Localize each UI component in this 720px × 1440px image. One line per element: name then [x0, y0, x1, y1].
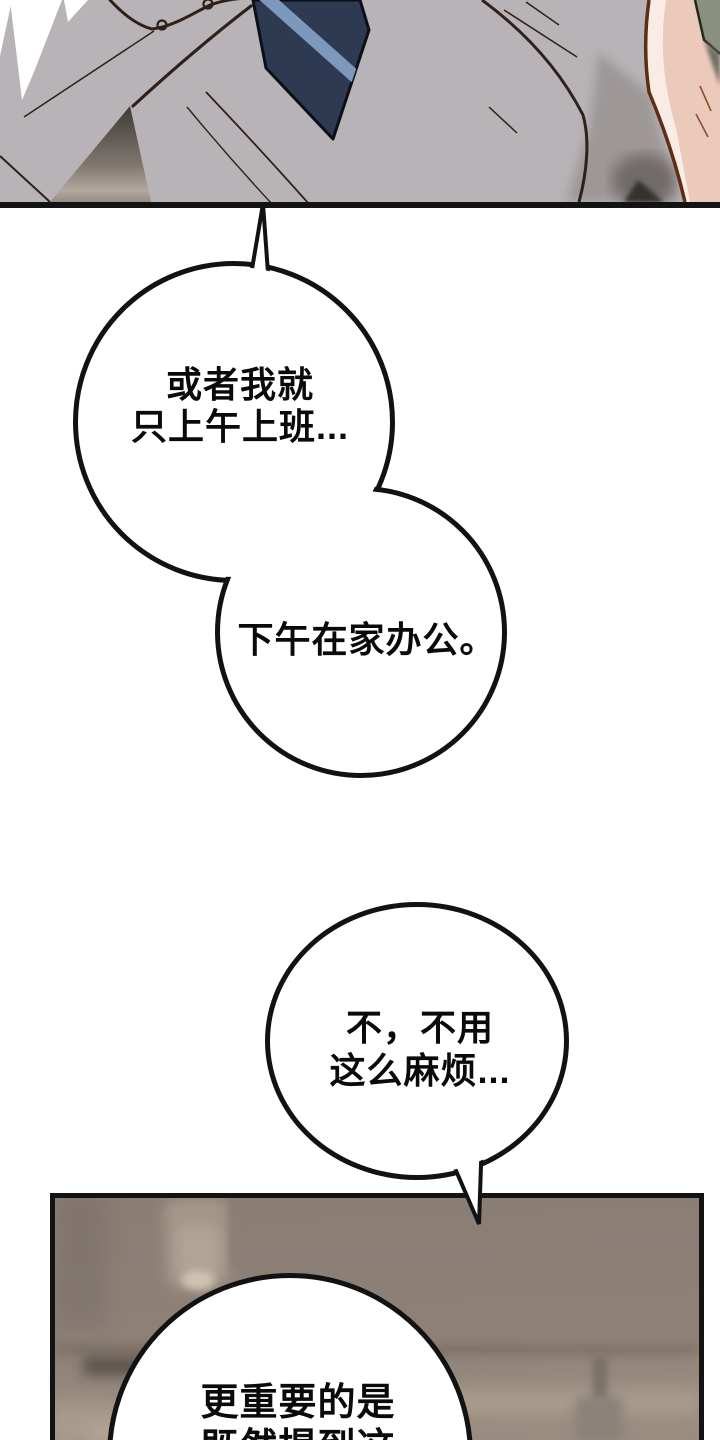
- panel-top-artwork: [0, 0, 720, 202]
- green-garment-patch: [695, 0, 720, 54]
- dark-wedge: [624, 180, 664, 202]
- speech-bubble-4-text: 更重要的是既然提到这: [118, 1381, 478, 1440]
- bubble-1-line-2: 只上午上班...: [130, 406, 349, 447]
- bubble-1-line-1: 或者我就: [165, 364, 314, 405]
- placket-line: [131, 4, 253, 108]
- speech-bubble-2-fill: [221, 492, 501, 772]
- hanging-lamp-shade: [575, 1396, 623, 1440]
- arm-sketch-lines: [695, 85, 712, 138]
- necktie-stripe: [253, 0, 369, 93]
- light-highlight-small: [64, 0, 88, 22]
- light-highlight-wedge: [10, 0, 62, 100]
- lamp-cord: [231, 1198, 235, 1268]
- gray-garment-patch: [704, 40, 720, 86]
- ceiling-corner-shade: [55, 1198, 105, 1328]
- shirt-edge-line: [0, 155, 51, 202]
- shirt-button: [156, 19, 168, 31]
- fold-line-chest: [186, 106, 272, 202]
- speech-bubble-3-fill: [271, 908, 563, 1174]
- bubble-4-line-1: 更重要的是: [200, 1382, 396, 1424]
- ceiling-lamp-body: [177, 1226, 219, 1276]
- fold-lines-shoulder: [488, 1, 578, 134]
- bubble-2-line-1: 下午在家办公。: [237, 619, 497, 660]
- fold-line-chest: [205, 91, 309, 202]
- light-highlight-sliver: [0, 0, 12, 56]
- fold-line-collar: [23, 30, 155, 118]
- bubble-3-line-1: 不，不用: [345, 1007, 494, 1048]
- bubble-3-line-2: 这么麻烦...: [329, 1050, 511, 1091]
- background-blur-dark-blob: [612, 154, 676, 202]
- shirt-gap-shadow-triangle: [50, 106, 151, 202]
- arm-outline: [643, 0, 687, 202]
- collar-line: [108, 0, 241, 31]
- shoulder-outline: [481, 0, 589, 202]
- panel-top: [0, 0, 720, 208]
- bubble-4-line-2: 既然提到这: [200, 1427, 395, 1440]
- speech-bubble-2-text: 下午在家办公。: [187, 620, 547, 660]
- arm-highlight: [645, 0, 690, 202]
- necktie: [251, 0, 371, 141]
- speech-bubble-3-text: 不，不用这么麻烦...: [240, 1006, 600, 1092]
- hanging-lamp-stem: [593, 1356, 607, 1402]
- shirt-button: [202, 0, 214, 10]
- ceiling-lamp-glow: [181, 1270, 215, 1290]
- light-band: [450, 1390, 699, 1414]
- speech-bubble-1-text: 或者我就只上午上班...: [60, 364, 420, 448]
- arm: [645, 0, 720, 202]
